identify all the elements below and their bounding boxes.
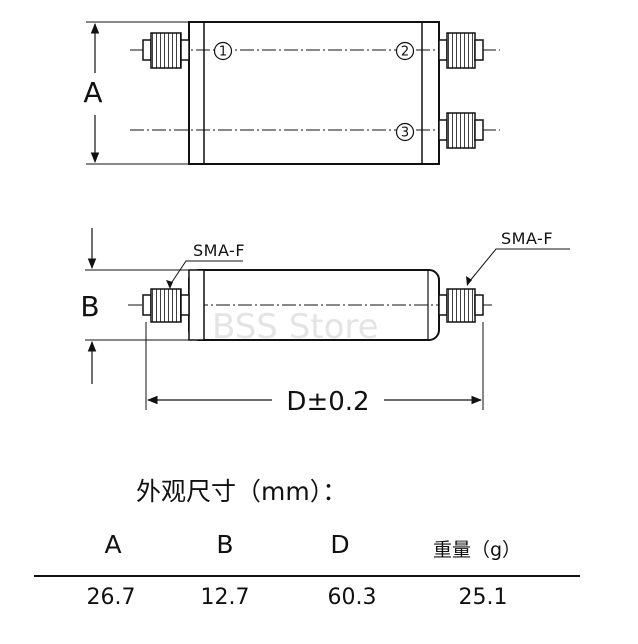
table-header-a: A [104, 530, 122, 559]
connector-side-left [142, 288, 190, 323]
connector-port-1 [142, 32, 190, 69]
connector-port-2 [438, 32, 484, 69]
connector-side-right [438, 288, 484, 323]
table-value-b: 12.7 [200, 585, 250, 610]
sma-label-left: SMA-F [193, 241, 245, 260]
top-body [188, 21, 440, 165]
svg-text:1: 1 [219, 45, 227, 60]
table-divider [34, 575, 580, 577]
leader-sma-right: SMA-F [466, 229, 570, 286]
svg-text:2: 2 [401, 45, 409, 60]
svg-text:3: 3 [401, 126, 409, 141]
top-view: 1 2 3 A [83, 21, 500, 165]
dimension-d: D±0.2 [145, 322, 484, 417]
port-label-3: 3 [395, 122, 415, 142]
table-value-d: 60.3 [327, 585, 377, 610]
leader-sma-left: SMA-F [166, 241, 245, 289]
sma-label-right: SMA-F [501, 229, 553, 248]
dimension-a: A [83, 21, 189, 165]
table-header-weight: 重量（g） [432, 539, 522, 561]
dim-a-label: A [83, 76, 102, 109]
table-header-d: D [330, 530, 350, 559]
technical-drawing: 1 2 3 A BSS Store [80, 21, 570, 417]
table-value-weight: 25.1 [458, 585, 508, 610]
port-label-2: 2 [395, 41, 415, 61]
dim-b-label: B [80, 290, 99, 323]
dimension-b: B [80, 228, 189, 384]
table-value-a: 26.7 [86, 585, 136, 610]
side-view: BSS Store SMA-F SMA-F [80, 228, 570, 417]
connector-port-3 [438, 112, 484, 149]
table-header-b: B [216, 530, 234, 559]
dim-d-label: D±0.2 [286, 387, 369, 417]
dimensions-title: 外观尺寸（mm）： [136, 477, 348, 506]
port-label-1: 1 [213, 41, 233, 61]
side-flange [188, 269, 205, 341]
